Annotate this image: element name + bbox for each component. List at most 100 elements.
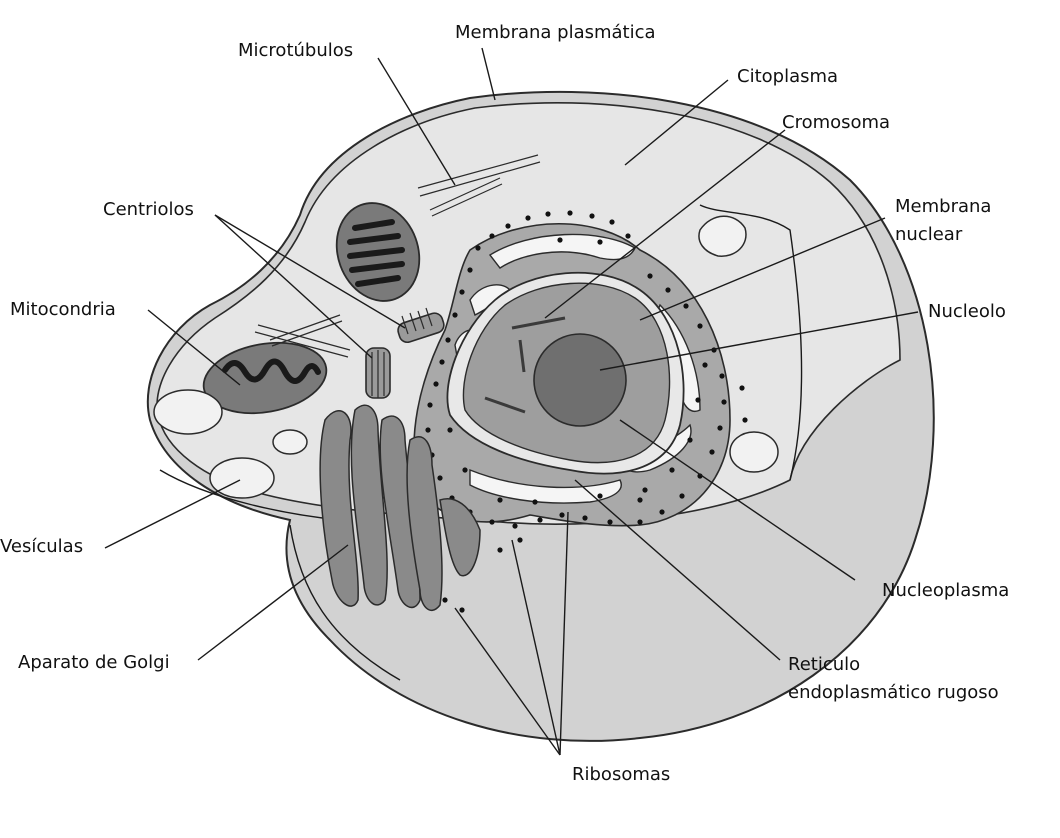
nucleolus bbox=[533, 333, 627, 427]
leader-lines bbox=[104, 47, 919, 756]
ribosome-dot bbox=[532, 499, 538, 505]
label-reticulo-2: endoplasmático rugoso bbox=[788, 682, 999, 703]
chromosome-3 bbox=[484, 396, 526, 414]
ribosome-dot bbox=[719, 373, 725, 379]
ribosome-dot bbox=[442, 597, 448, 603]
chromosome-2 bbox=[518, 339, 526, 373]
ribosome-dot bbox=[437, 475, 443, 481]
er-cisterna-5 bbox=[469, 468, 622, 504]
centriole-horizontal-lines bbox=[401, 307, 433, 335]
ribosome-dot bbox=[742, 417, 748, 423]
label-reticulo-1: Reticulo bbox=[788, 654, 860, 675]
ribosome-dot bbox=[679, 493, 685, 499]
mitochondrion-upper bbox=[335, 202, 421, 302]
ribosome-dot bbox=[625, 233, 631, 239]
ribosome-dot bbox=[702, 362, 708, 368]
label-citoplasma: Citoplasma bbox=[737, 66, 838, 87]
chromosome-1 bbox=[511, 316, 566, 330]
ribosome-dot bbox=[697, 323, 703, 329]
label-mitocondria: Mitocondria bbox=[10, 299, 116, 320]
ribosome-dot bbox=[462, 467, 468, 473]
leader-ribosomas-b bbox=[511, 539, 561, 756]
leader-centriolos-b bbox=[214, 214, 373, 359]
vesicle-3 bbox=[209, 457, 275, 499]
ribosome-dot bbox=[717, 425, 723, 431]
ribosome-dot bbox=[445, 337, 451, 343]
ribosome-dot bbox=[433, 381, 439, 387]
labels: Membrana plasmática Microtúbulos Citopla… bbox=[0, 22, 1009, 785]
ribosome-dot bbox=[607, 519, 613, 525]
label-microtubulos: Microtúbulos bbox=[238, 40, 353, 61]
ribosome-dot bbox=[525, 215, 531, 221]
ribosome-dot bbox=[695, 397, 701, 403]
leader-mitocondria bbox=[147, 309, 241, 386]
ribosome-dot bbox=[647, 273, 653, 279]
ribosome-dot bbox=[637, 519, 643, 525]
ribosome-dot bbox=[683, 303, 689, 309]
ribosome-dot bbox=[582, 515, 588, 521]
label-membrana-plasmatica: Membrana plasmática bbox=[455, 22, 656, 43]
centrioles bbox=[365, 307, 445, 399]
golgi-cisterna-2 bbox=[350, 404, 388, 606]
ribosome-dot bbox=[567, 210, 573, 216]
ribosome-dot bbox=[665, 287, 671, 293]
centriole-horizontal bbox=[397, 312, 445, 344]
label-nucleolo: Nucleolo bbox=[928, 301, 1006, 322]
ribosome-dot bbox=[537, 517, 543, 523]
leader-membrana-nuclear bbox=[639, 217, 886, 321]
label-membrana-nuclear-2: nuclear bbox=[895, 224, 963, 245]
mitochondrion-upper-cristae bbox=[347, 219, 405, 287]
ribosome-dot bbox=[425, 427, 431, 433]
leader-vesiculas bbox=[104, 479, 241, 549]
ribosome-dot bbox=[721, 399, 727, 405]
ribosome-dot bbox=[452, 312, 458, 318]
ribosome-dot bbox=[467, 267, 473, 273]
mitochondrion-lower-cristae bbox=[222, 358, 321, 384]
vesicle-1 bbox=[153, 389, 223, 435]
leader-nucleoplasma bbox=[619, 419, 856, 581]
mitochondrion-lower bbox=[202, 341, 328, 415]
ribosome-dot bbox=[505, 223, 511, 229]
ribosome-dot bbox=[447, 427, 453, 433]
leader-ribosomas-a bbox=[454, 607, 561, 756]
ribosome-dot bbox=[669, 467, 675, 473]
vesicle-2 bbox=[272, 429, 308, 455]
vesicles bbox=[153, 215, 779, 499]
ribosome-dot bbox=[557, 237, 563, 243]
ribosome-dot bbox=[739, 385, 745, 391]
ribosome-dot bbox=[687, 437, 693, 443]
cell-bottom-rim bbox=[289, 524, 401, 681]
leader-centriolos-a bbox=[214, 214, 406, 329]
ribosome-dot bbox=[489, 233, 495, 239]
ribosome-dot bbox=[475, 245, 481, 251]
centriole-vertical-lines bbox=[371, 350, 385, 398]
ribosome-dot bbox=[597, 493, 603, 499]
leader-microtubulos bbox=[377, 57, 456, 186]
leader-cromosoma bbox=[544, 129, 786, 319]
vesicle-5 bbox=[698, 215, 747, 257]
golgi-cisterna-3 bbox=[379, 415, 421, 609]
label-cromosoma: Cromosoma bbox=[782, 112, 890, 133]
label-aparato-golgi: Aparato de Golgi bbox=[18, 652, 170, 673]
vesicle-4 bbox=[729, 431, 779, 473]
golgi-cisterna-1 bbox=[319, 410, 359, 607]
ribosome-dot bbox=[642, 487, 648, 493]
ribosome-dot bbox=[637, 497, 643, 503]
cell-rim-line bbox=[699, 204, 803, 481]
leader-ribosomas-c bbox=[559, 511, 569, 756]
ribosome-dot bbox=[609, 219, 615, 225]
ribosome-dot bbox=[709, 449, 715, 455]
label-membrana-nuclear-1: Membrana bbox=[895, 196, 991, 217]
ribosome-dot bbox=[497, 497, 503, 503]
ribosome-dot bbox=[459, 607, 465, 613]
ribosome-dot bbox=[545, 211, 551, 217]
ribosome-dot bbox=[512, 523, 518, 529]
label-ribosomas: Ribosomas bbox=[572, 764, 670, 785]
ribosome-dot bbox=[427, 402, 433, 408]
leader-citoplasma bbox=[624, 79, 729, 166]
golgi-apparatus bbox=[319, 404, 481, 611]
label-vesiculas: Vesículas bbox=[0, 536, 83, 557]
leader-reticulo bbox=[574, 479, 781, 661]
